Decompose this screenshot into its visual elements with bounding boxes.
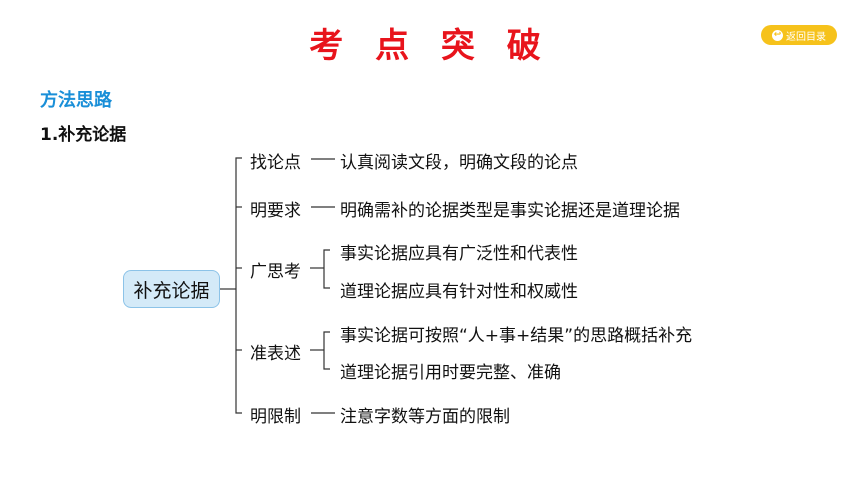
page-title: 考 点 突 破 — [309, 26, 551, 66]
back-to-contents-button[interactable]: ↩ 返回目录 — [761, 25, 837, 45]
branch-item: 注意字数等方面的限制 — [340, 407, 510, 427]
branch-item: 道理论据引用时要完整、准确 — [340, 363, 561, 383]
subheading: 1.补充论据 — [40, 125, 127, 145]
branch-label: 准表述 — [250, 344, 301, 364]
sub-bracket-3 — [323, 249, 330, 289]
return-arrow-icon: ↩ — [772, 29, 783, 41]
branch-item: 道理论据应具有针对性和权威性 — [340, 282, 578, 302]
branch-item: 明确需补的论据类型是事实论据还是道理论据 — [340, 201, 680, 221]
sub-bracket-4 — [323, 331, 330, 370]
branch-item: 认真阅读文段，明确文段的论点 — [340, 153, 578, 173]
branch-label: 找论点 — [250, 153, 301, 173]
back-button-label: 返回目录 — [786, 31, 826, 43]
section-label: 方法思路 — [40, 90, 112, 111]
branch-item: 事实论据可按照“人+事+结果”的思路概括补充 — [340, 326, 693, 346]
branch-label: 明限制 — [250, 407, 301, 427]
root-node: 补充论据 — [123, 270, 220, 308]
branch-item: 事实论据应具有广泛性和代表性 — [340, 244, 578, 264]
branch-label: 明要求 — [250, 201, 301, 221]
main-bracket — [235, 157, 242, 414]
branch-label: 广思考 — [250, 262, 301, 282]
